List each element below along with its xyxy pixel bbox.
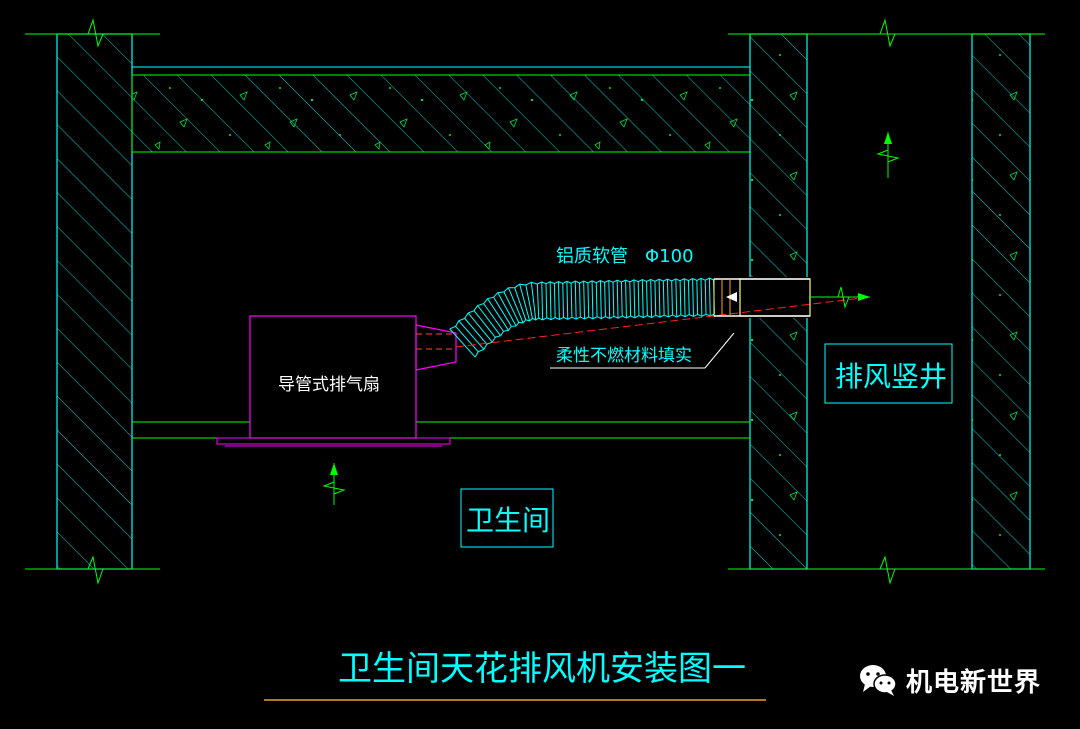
duct-corrugation: [604, 282, 606, 317]
duct-corrugation: [687, 280, 690, 315]
airflow-arrow-icon: [810, 286, 870, 309]
duct-corrugation: [467, 312, 493, 343]
duct-corrugation: [629, 281, 632, 316]
duct-corrugation: [549, 281, 552, 320]
right-wall: [971, 33, 1031, 570]
duct-corrugation: [704, 280, 707, 315]
duct-corrugation: [536, 283, 540, 319]
wechat-icon: [860, 665, 897, 696]
duct-outline-bottom: [449, 277, 714, 330]
duct-centerline: [455, 296, 871, 348]
exhaust-fan: [216, 315, 457, 447]
duct-corrugation: [553, 283, 556, 318]
duct-corrugation: [558, 281, 560, 320]
duct-corrugation: [683, 278, 686, 317]
ceiling-slab: [131, 66, 751, 153]
suspended-ceiling: [132, 421, 750, 439]
duct-corrugation: [493, 296, 512, 327]
duct-corrugation: [675, 278, 678, 317]
duct-corrugation: [620, 282, 623, 317]
room-upflow-arrow-icon: [322, 463, 346, 505]
duct-corrugation: [566, 281, 569, 320]
fan-label: 导管式排气扇: [278, 375, 380, 395]
duct-corrugation: [508, 287, 524, 324]
duct-corrugation: [464, 318, 488, 345]
flex-duct-label: 铝质软管: [556, 246, 628, 267]
duct-corrugation: [519, 284, 531, 322]
duct-corrugation: [599, 280, 602, 319]
fill-note-label: 柔性不燃材料填实: [556, 346, 692, 366]
duct-corrugation: [708, 278, 711, 317]
duct-corrugation: [541, 281, 544, 320]
duct-corrugation: [583, 280, 586, 319]
duct-corrugation: [650, 279, 653, 318]
shaft-upflow-arrow-icon: [876, 132, 900, 178]
duct-corrugation: [455, 326, 479, 353]
middle-wall: [736, 33, 811, 570]
duct-corrugation: [503, 291, 520, 323]
duct-corrugation: [666, 279, 669, 318]
duct-corrugation: [700, 278, 703, 317]
duct-corrugation: [591, 280, 594, 319]
duct-corrugation: [562, 283, 565, 318]
duct-corrugation: [646, 281, 648, 316]
duct-size-label: Φ100: [645, 246, 694, 267]
right-break-lines: [728, 18, 1045, 585]
fill-note-leader: [550, 332, 735, 369]
duct-corrugation: [641, 279, 644, 318]
duct-corrugation: [473, 310, 496, 338]
watermark-text: 机电新世界: [906, 667, 1042, 698]
duct-corrugation: [477, 305, 502, 337]
duct-corrugation: [637, 281, 640, 316]
duct-corrugation: [625, 279, 627, 319]
room-label: 卫生间: [466, 504, 550, 537]
duct-corrugation: [595, 282, 598, 317]
duct-corrugation: [692, 278, 694, 317]
duct-corrugation: [654, 281, 657, 316]
duct-corrugation: [608, 280, 611, 319]
duct-corrugation: [587, 282, 590, 317]
duct-corrugation: [514, 287, 527, 321]
duct-corrugation: [487, 298, 509, 331]
duct-corrugation: [449, 328, 476, 358]
duct-corrugation: [545, 283, 548, 318]
drawing-title: 卫生间天花排风机安装图一: [338, 649, 746, 689]
room-label-box: [460, 488, 554, 548]
duct-corrugation: [612, 282, 615, 317]
watermark: 机电新世界: [858, 660, 1041, 700]
duct-corrugation: [658, 279, 661, 318]
duct-corrugation: [671, 280, 673, 315]
duct-corrugation: [679, 280, 682, 315]
duct-corrugation: [696, 280, 699, 315]
duct-corrugation: [574, 281, 577, 320]
left-wall: [25, 18, 160, 585]
duct-corrugation: [530, 282, 537, 321]
duct-corrugation: [662, 281, 665, 316]
duct-corrugation: [616, 280, 619, 319]
duct-corrugation: [579, 283, 581, 318]
shaft-label: 排风竖井: [835, 360, 947, 393]
duct-corrugation: [525, 284, 533, 319]
duct-corrugation: [570, 283, 573, 318]
duct-outline-top: [474, 313, 715, 358]
duct-corrugation: [458, 320, 485, 350]
duct-corrugation: [633, 279, 636, 318]
duct-corrugation: [483, 303, 504, 332]
duct-corrugation: [497, 292, 517, 327]
shaft-label-box: [824, 343, 953, 404]
